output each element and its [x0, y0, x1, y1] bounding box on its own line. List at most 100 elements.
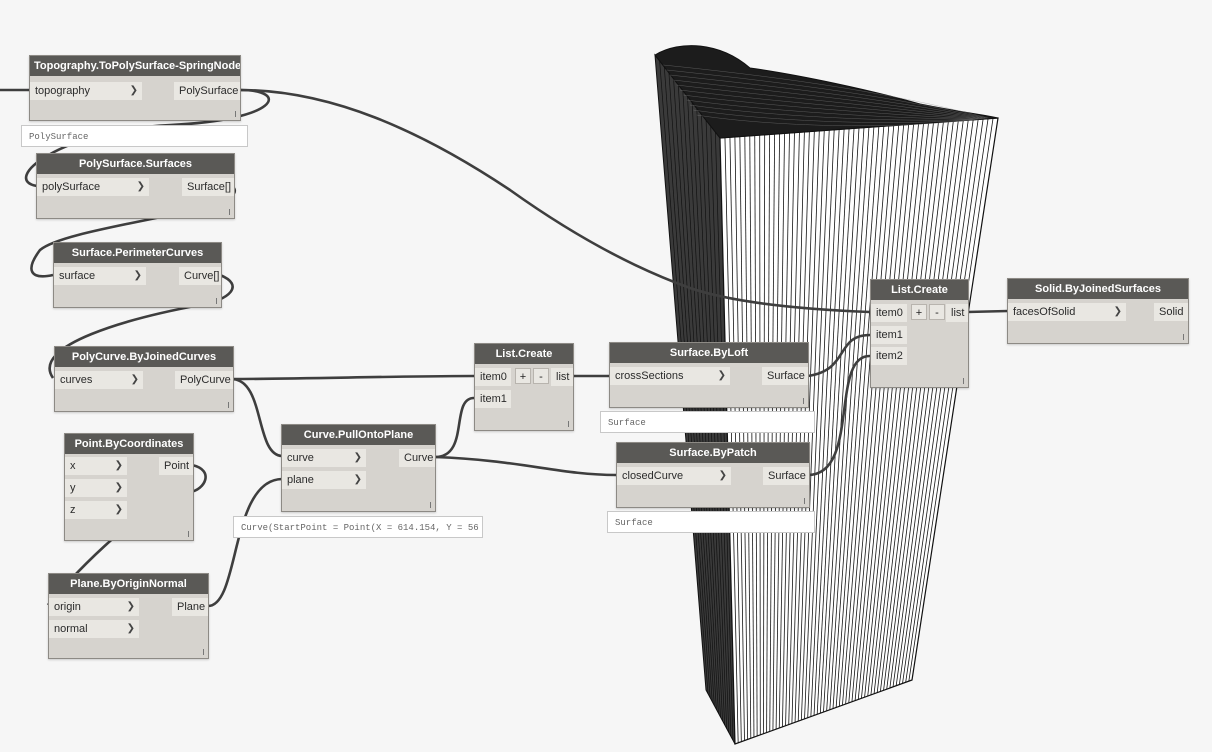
output-port-list[interactable]: list: [946, 304, 968, 322]
input-port-closed-curve[interactable]: closedCurve❯: [617, 467, 731, 485]
mesh-line: [759, 135, 761, 735]
output-port-plane[interactable]: Plane: [172, 598, 208, 616]
mesh-line: [766, 134, 771, 733]
input-port-z[interactable]: z❯: [65, 501, 127, 519]
output-port-surface[interactable]: Surface: [763, 467, 809, 485]
output-port-point[interactable]: Point: [159, 457, 193, 475]
input-port-cross-sections[interactable]: crossSections❯: [610, 367, 730, 385]
wire-loft-to-list2: [807, 333, 871, 378]
mesh-line: [679, 89, 981, 120]
node-list-create-2[interactable]: List.Create item0 item1 item2 + - list: [870, 279, 969, 388]
node-surface-by-loft[interactable]: Surface.ByLoft crossSections❯ Surface: [609, 342, 809, 408]
input-port-polysurface[interactable]: polySurface❯: [37, 178, 149, 196]
output-port-solid[interactable]: Solid: [1154, 303, 1188, 321]
port-label: topography: [35, 85, 91, 97]
input-port-item0[interactable]: item0: [475, 368, 511, 386]
mesh-line: [813, 129, 845, 716]
node-surface-perimeter-curves[interactable]: Surface.PerimeterCurves surface❯ Curve[]: [53, 242, 222, 308]
node-title: Surface.PerimeterCurves: [54, 243, 221, 263]
mesh-line: [763, 134, 766, 734]
input-port-x[interactable]: x❯: [65, 457, 127, 475]
mesh-line: [908, 118, 994, 682]
input-port-y[interactable]: y❯: [65, 479, 127, 497]
resize-grip-icon[interactable]: [235, 111, 236, 117]
input-port-item2[interactable]: item2: [871, 347, 907, 365]
mesh-line: [826, 127, 865, 711]
resize-grip-icon[interactable]: [1183, 334, 1184, 340]
mesh-line: [696, 114, 972, 126]
input-port-item0[interactable]: item0: [871, 304, 907, 322]
input-port-faces-of-solid[interactable]: facesOfSolid❯: [1008, 303, 1126, 321]
output-port-list[interactable]: list: [551, 368, 573, 386]
output-port-surface-list[interactable]: Surface[]: [182, 178, 234, 196]
input-port-curves[interactable]: curves❯: [55, 371, 143, 389]
mesh-line: [804, 130, 830, 719]
input-port-item1[interactable]: item1: [475, 390, 511, 408]
output-port-polysurface[interactable]: PolySurface: [174, 82, 240, 100]
resize-grip-icon[interactable]: [229, 209, 230, 215]
mesh-line: [724, 137, 739, 743]
input-port-plane[interactable]: plane❯: [282, 471, 366, 489]
mesh-line: [673, 79, 984, 119]
resize-grip-icon[interactable]: [216, 298, 217, 304]
mesh-line: [816, 128, 850, 715]
resize-grip-icon[interactable]: [803, 398, 804, 404]
resize-grip-icon[interactable]: [188, 531, 189, 537]
node-point-by-coordinates[interactable]: Point.ByCoordinates x❯ y❯ z❯ Point: [64, 433, 194, 541]
input-port-topography[interactable]: topography❯: [30, 82, 142, 100]
mesh-line: [892, 120, 969, 687]
input-port-item1[interactable]: item1: [871, 326, 907, 344]
output-port-curve-list[interactable]: Curve[]: [179, 267, 221, 285]
input-port-surface[interactable]: surface❯: [54, 267, 146, 285]
input-port-curve[interactable]: curve❯: [282, 449, 366, 467]
output-port-curve[interactable]: Curve: [399, 449, 435, 467]
node-curve-pull-onto-plane[interactable]: Curve.PullOntoPlane curve❯ plane❯ Curve: [281, 424, 436, 512]
port-label: normal: [54, 623, 88, 635]
wire-pull-to-patch: [434, 455, 617, 477]
mesh-line: [683, 94, 979, 120]
chevron-right-icon: ❯: [353, 452, 362, 463]
resize-grip-icon[interactable]: [804, 498, 805, 504]
mesh-line: [879, 121, 949, 692]
preview-bubble-patch[interactable]: Surface: [607, 511, 815, 533]
mesh-line: [829, 127, 870, 710]
mesh-line: [857, 124, 915, 700]
remove-input-button[interactable]: -: [533, 368, 549, 384]
mesh-line: [739, 136, 749, 740]
preview-bubble-topography[interactable]: PolySurface: [21, 125, 248, 147]
mesh-line: [864, 123, 924, 698]
output-port-polycurve[interactable]: PolyCurve: [175, 371, 233, 389]
wire-topo-to-list2: [239, 88, 871, 314]
mesh-line: [686, 99, 977, 120]
port-label: closedCurve: [622, 470, 684, 482]
mesh-line: [895, 119, 974, 686]
input-port-normal[interactable]: normal ❯: [49, 620, 139, 638]
resize-grip-icon[interactable]: [430, 502, 431, 508]
add-input-button[interactable]: +: [911, 304, 927, 320]
node-polysurface-surfaces[interactable]: PolySurface.Surfaces polySurface❯ Surfac…: [36, 153, 235, 219]
chevron-right-icon: ❯: [126, 601, 135, 612]
node-topography-to-polysurface[interactable]: Topography.ToPolySurface-SpringNodes top…: [29, 55, 241, 121]
chevron-right-icon: ❯: [126, 623, 135, 634]
resize-grip-icon[interactable]: [203, 649, 204, 655]
add-input-button[interactable]: +: [515, 368, 531, 384]
mesh-line: [861, 123, 919, 699]
mesh-line: [886, 120, 959, 690]
node-title: Topography.ToPolySurface-SpringNodes: [30, 56, 240, 76]
mesh-line: [898, 119, 979, 685]
resize-grip-icon[interactable]: [568, 421, 569, 427]
preview-bubble-pull-onto-plane[interactable]: Curve(StartPoint = Point(X = 614.154, Y …: [233, 516, 483, 538]
node-surface-by-patch[interactable]: Surface.ByPatch closedCurve❯ Surface: [616, 442, 810, 508]
preview-bubble-loft[interactable]: Surface: [600, 411, 815, 433]
resize-grip-icon[interactable]: [963, 378, 964, 384]
resize-grip-icon[interactable]: [228, 402, 229, 408]
node-plane-by-origin-normal[interactable]: Plane.ByOriginNormal origin❯ normal❯ Pla…: [48, 573, 209, 659]
node-list-create[interactable]: List.Create item0 item1 + - list: [474, 343, 574, 431]
remove-input-button[interactable]: -: [929, 304, 945, 320]
input-port-origin[interactable]: origin ❯: [49, 598, 139, 616]
node-polycurve-by-joined-curves[interactable]: PolyCurve.ByJoinedCurves curves❯ PolyCur…: [54, 346, 234, 412]
output-port-surface[interactable]: Surface: [762, 367, 808, 385]
port-label: origin: [54, 601, 81, 613]
node-solid-by-joined-surfaces[interactable]: Solid.ByJoinedSurfaces facesOfSolid❯ Sol…: [1007, 278, 1189, 344]
